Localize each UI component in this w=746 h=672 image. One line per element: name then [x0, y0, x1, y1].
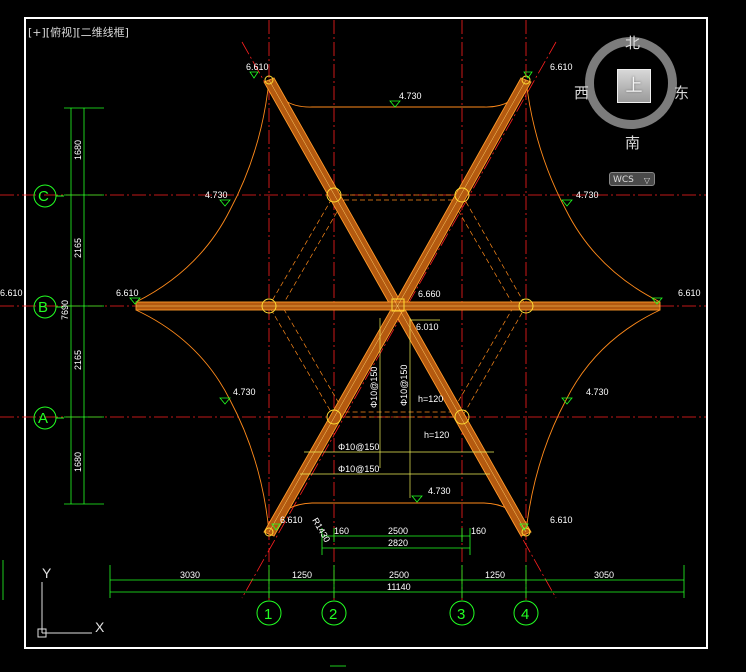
- rebar-note-horizontal-2: Φ10@150: [338, 464, 379, 474]
- axis-label-4: 4: [521, 606, 529, 623]
- dim-bottom-1: 3030: [180, 570, 200, 580]
- elev-top-right: 6.610: [550, 62, 573, 72]
- node-b-right: [518, 298, 534, 314]
- ucs-y-label: Y: [42, 565, 52, 581]
- axis-bubble-4: [513, 600, 539, 626]
- axis-label-c: C: [38, 188, 49, 205]
- dim-left-2: 2165: [73, 238, 83, 258]
- chevron-down-icon: ▽: [643, 176, 650, 185]
- node-a3: [454, 409, 470, 425]
- dim-left-4: 1680: [73, 452, 83, 472]
- dim-detail-3: 160: [471, 526, 486, 536]
- rebar-note-vertical-2: Φ10@150: [399, 365, 409, 406]
- dim-left-3: 2165: [73, 350, 83, 370]
- elev-bottom-mid: 4.730: [428, 486, 451, 496]
- viewcube[interactable]: 北 南 东 西 上 WCS ▽: [574, 32, 690, 192]
- dim-left-1: 1680: [73, 140, 83, 160]
- compass-west-label[interactable]: 西: [574, 84, 590, 102]
- column-nodes: [261, 75, 534, 537]
- dim-detail-2: 2500: [388, 526, 408, 536]
- elev-lower-right: 4.730: [586, 387, 609, 397]
- rebar-detail-lines: [300, 318, 494, 498]
- drawing-viewport[interactable]: [24, 17, 708, 649]
- dim-detail-radius: R1430: [310, 516, 332, 544]
- dim-bottom-total: 11140: [387, 582, 411, 592]
- axis-bubbles: [33, 184, 539, 626]
- elev-top-left: 6.610: [246, 62, 269, 72]
- ucs-x-label: X: [95, 619, 105, 635]
- node-c2: [326, 187, 342, 203]
- dim-left-total: 7690: [60, 300, 70, 320]
- axis-bubble-3: [449, 600, 475, 626]
- rebar-note-vertical-1: Φ10@150: [369, 367, 379, 408]
- node-a2: [326, 409, 342, 425]
- elev-bottom-left: 6.610: [280, 515, 303, 525]
- wcs-label: WCS: [613, 175, 634, 185]
- compass-east-label[interactable]: 东: [674, 84, 690, 102]
- elev-left: 6.610: [116, 288, 139, 298]
- axis-bubble-2: [321, 600, 347, 626]
- elev-bottom-right: 6.610: [550, 515, 573, 525]
- wcs-dropdown[interactable]: WCS ▽: [609, 172, 655, 186]
- axis-label-b: B: [38, 299, 48, 316]
- dim-bottom-2: 1250: [292, 570, 312, 580]
- bottom-dimensions: [109, 528, 685, 598]
- axis-label-1: 1: [264, 606, 272, 623]
- elev-left-edge: 6.610: [0, 288, 23, 298]
- dim-detail-1: 160: [334, 526, 349, 536]
- compass-south-label[interactable]: 南: [625, 134, 641, 152]
- node-c3: [454, 187, 470, 203]
- structural-beams: [135, 77, 661, 537]
- elev-upper-right: 4.730: [576, 190, 599, 200]
- axis-label-2: 2: [329, 606, 337, 623]
- elevation-markers: [129, 71, 663, 531]
- dim-bottom-3: 2500: [389, 570, 409, 580]
- elev-lower-left: 4.730: [233, 387, 256, 397]
- dim-bottom-4: 1250: [485, 570, 505, 580]
- elev-right: 6.610: [678, 288, 701, 298]
- axis-bubble-1: [256, 600, 282, 626]
- dim-bottom-5: 3050: [594, 570, 614, 580]
- node-b-left: [261, 298, 277, 314]
- axis-label-a: A: [38, 410, 48, 427]
- rebar-note-horizontal-1: Φ10@150: [338, 442, 379, 452]
- dim-detail-total: 2820: [388, 538, 408, 548]
- viewport-controls-label[interactable]: [+][俯视][二维线框]: [28, 26, 129, 39]
- node-center: [391, 298, 405, 312]
- rebar-note-h1: h=120: [418, 394, 443, 404]
- ucs-icon: [37, 582, 92, 638]
- elev-sub: 6.010: [416, 322, 439, 332]
- compass-ring[interactable]: [585, 37, 677, 129]
- compass-north-label[interactable]: 北: [625, 34, 641, 52]
- left-dimensions: [64, 107, 104, 505]
- rebar-note-h2: h=120: [424, 430, 449, 440]
- elev-top-mid: 4.730: [399, 91, 422, 101]
- axis-label-3: 3: [457, 606, 465, 623]
- elev-upper-left: 4.730: [205, 190, 228, 200]
- elev-center: 6.660: [418, 289, 441, 299]
- viewcube-top-face[interactable]: 上: [617, 69, 651, 103]
